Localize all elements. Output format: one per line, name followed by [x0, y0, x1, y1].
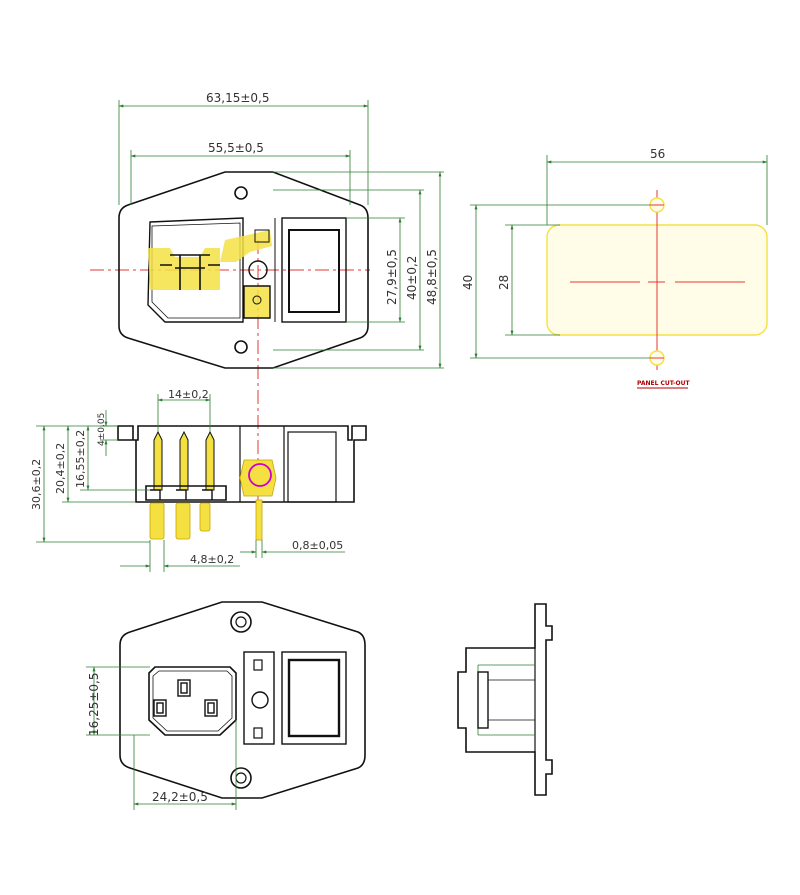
- front-switch: [281, 651, 347, 745]
- profile-outline: [457, 603, 553, 796]
- dim-inlet-height: 16,25±0,5: [87, 673, 101, 737]
- dim-pin-height: 16,55±0,2: [74, 430, 87, 488]
- dim-terminal-width: 4,8±0,2: [190, 553, 234, 566]
- dim-terminal-thickness: 0,8±0,05: [292, 539, 343, 552]
- iec-inlet: [148, 666, 237, 736]
- dim-cutout-overall-height: 40: [461, 275, 475, 290]
- dim-body-height-side: 20,4±0,2: [54, 443, 67, 494]
- side-body-outline: [117, 425, 367, 503]
- side-view: 14±0,2 4±0,05 16,55±0,2 20,4±0,2 30,6±0,…: [30, 388, 367, 572]
- mounting-hole-bottom: [234, 340, 248, 354]
- dim-window-height: 27,9±0,5: [385, 249, 399, 305]
- front-view: 16,25±0,5 24,2±0,5: [86, 601, 366, 810]
- panel-cutout-view: 56 40 28 PANEL CUT-OUT: [461, 147, 768, 389]
- dim-total-height: 30,6±0,2: [30, 459, 43, 510]
- dim-overall-width: 63,15±0,5: [206, 91, 270, 105]
- terminal-highlight: [148, 248, 220, 290]
- switch-window: [281, 217, 347, 323]
- dim-pin-spacing: 14±0,2: [168, 388, 209, 401]
- side-profile-view: [457, 603, 553, 796]
- dim-body-width: 55,5±0,5: [208, 141, 264, 155]
- housing-outline: [118, 171, 369, 369]
- mounting-hole-top: [234, 186, 248, 200]
- front-housing-outline: [119, 601, 366, 799]
- top-view: 63,15±0,5 55,5±0,5 27,9±0,5 40±0,2 48,8±…: [90, 91, 444, 500]
- dim-overall-height: 48,8±0,5: [425, 249, 439, 305]
- dim-cutout-height: 28: [497, 275, 511, 290]
- panel-cutout-label: PANEL CUT-OUT: [637, 380, 690, 387]
- dim-inlet-width: 24,2±0,5: [152, 790, 208, 804]
- dim-flange: 4±0,05: [97, 413, 107, 446]
- dim-body-height: 40±0,2: [405, 256, 419, 300]
- dim-cutout-width: 56: [650, 147, 665, 161]
